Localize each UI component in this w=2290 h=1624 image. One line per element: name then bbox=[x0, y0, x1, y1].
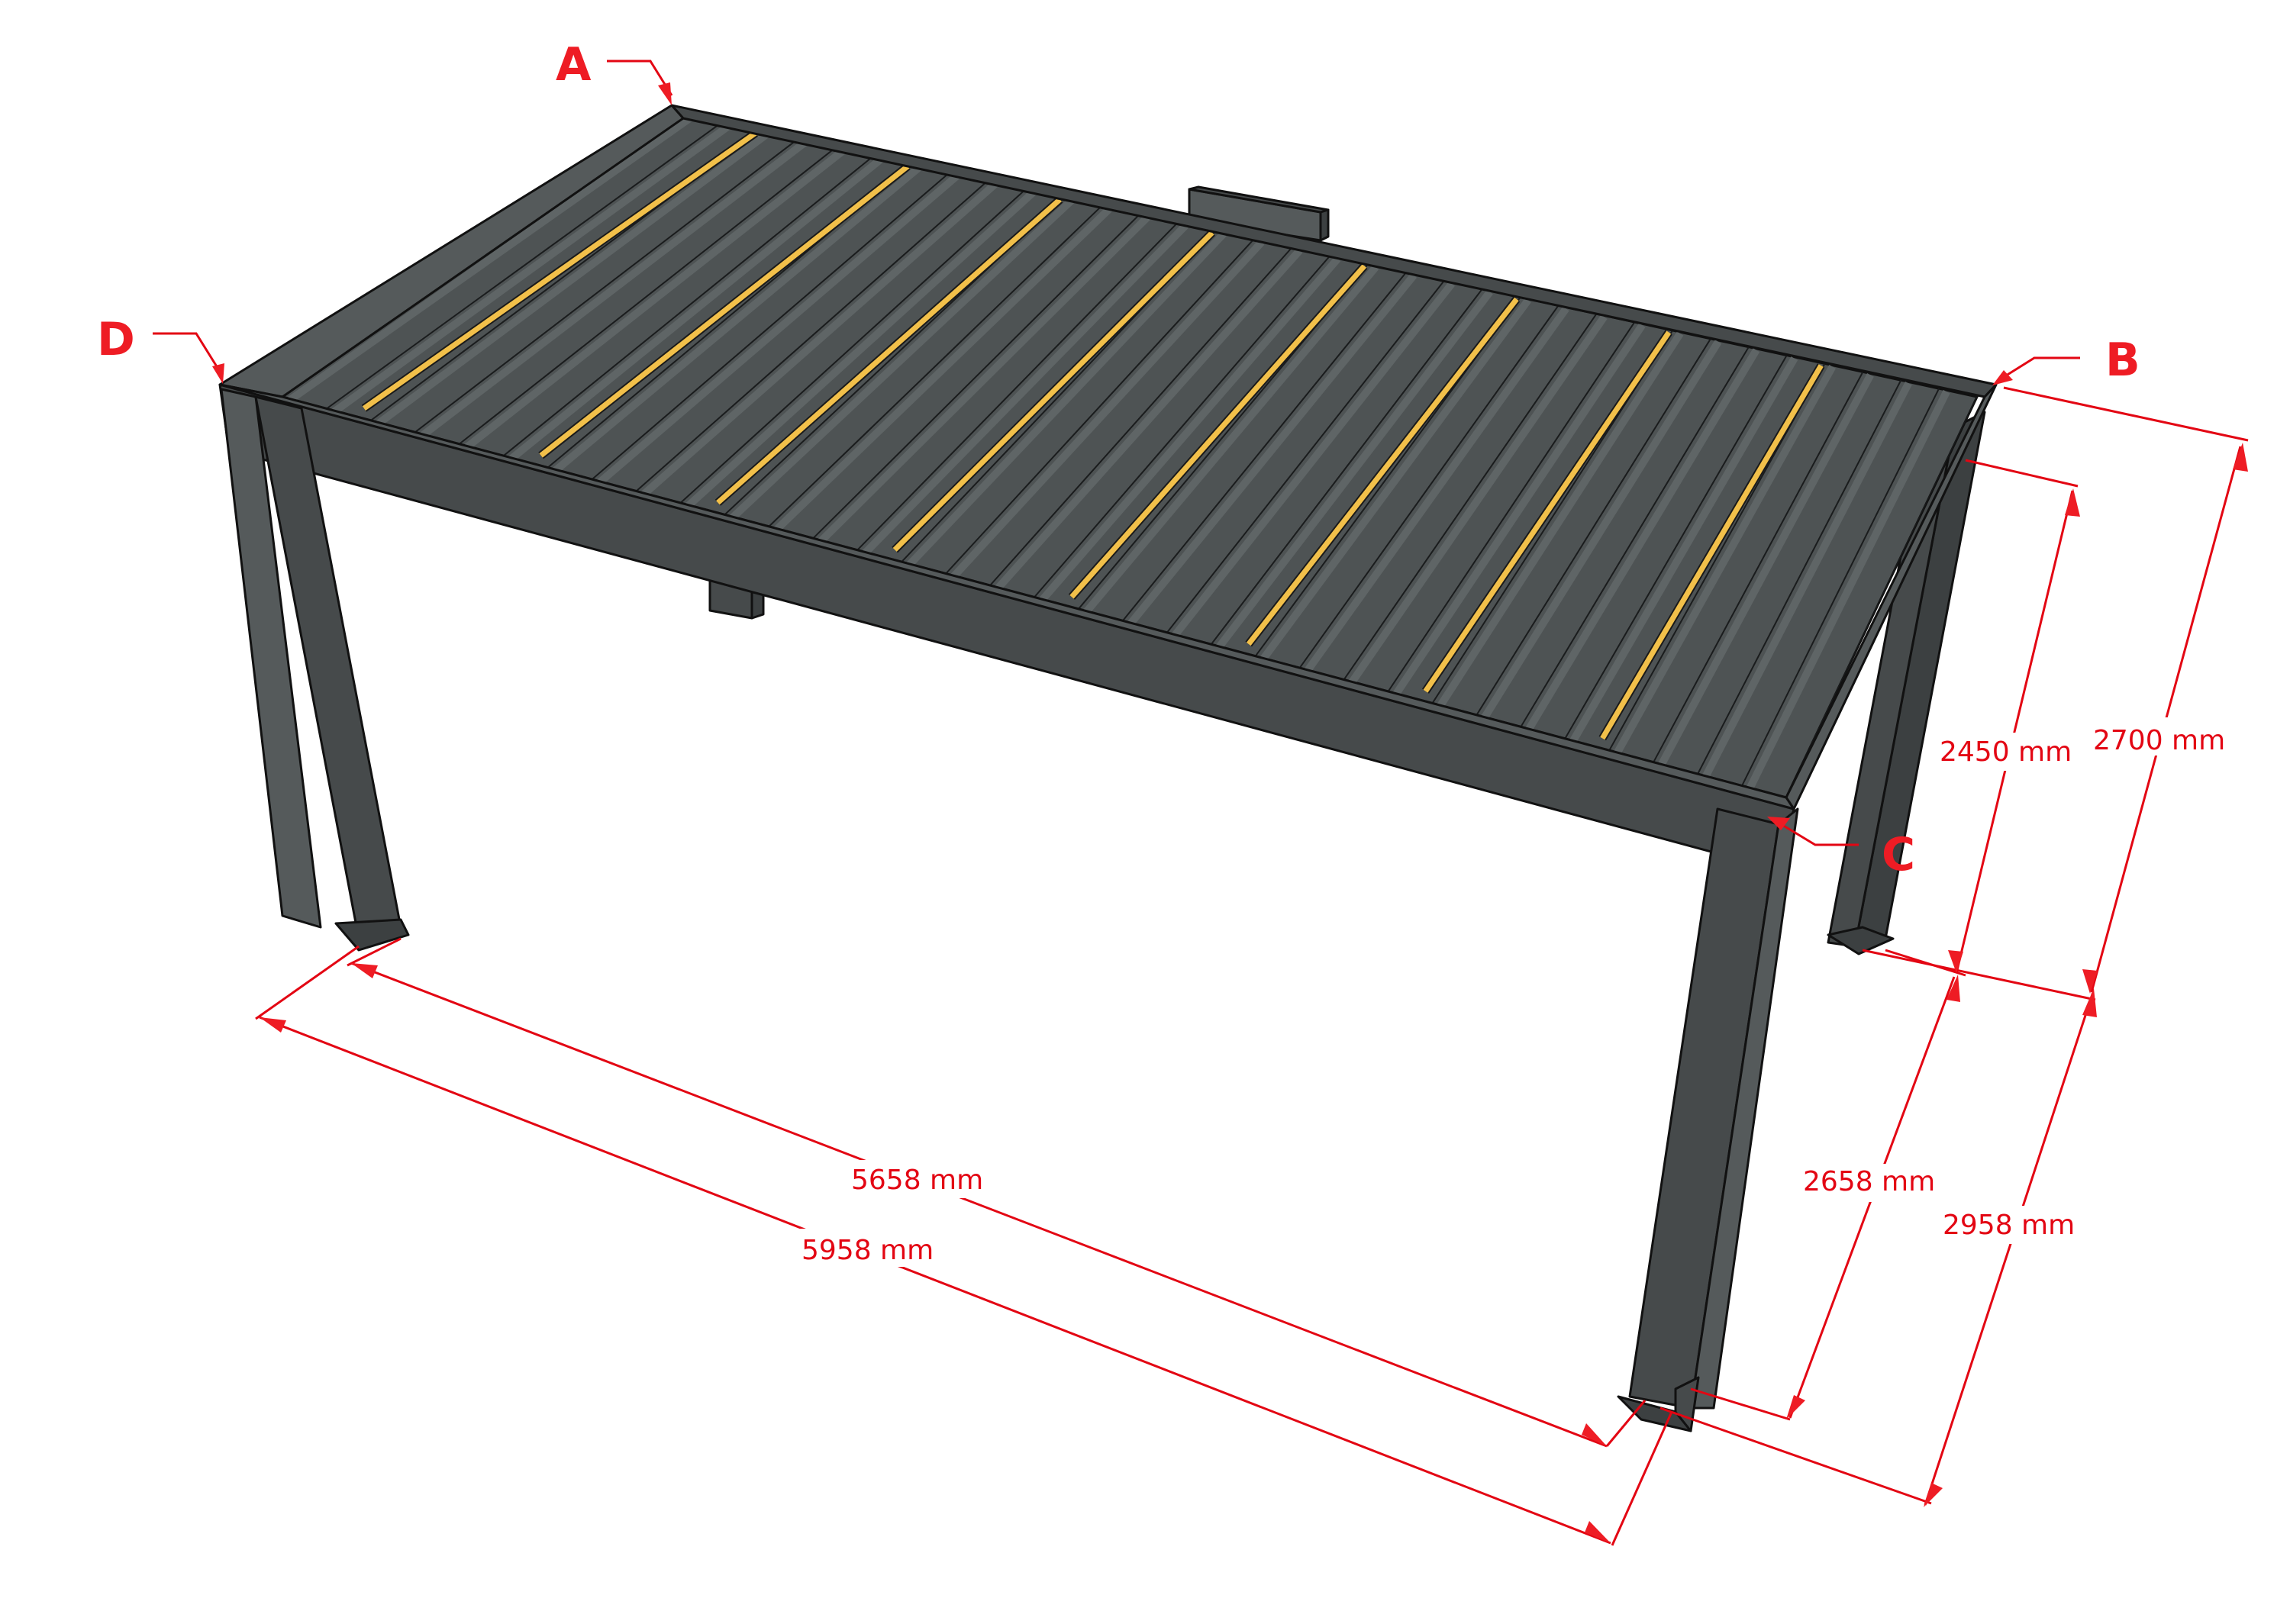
leg-front-right bbox=[1617, 807, 1799, 1432]
leg-front-left bbox=[220, 388, 410, 952]
dim-label-2700: 2700 mm bbox=[2093, 725, 2225, 756]
led-strip bbox=[1069, 264, 1367, 599]
dimension-width-outer: 2958 mm bbox=[1659, 988, 2097, 1507]
dim-label-2658: 2658 mm bbox=[1803, 1166, 1935, 1197]
corner-label-d: D bbox=[97, 313, 135, 366]
led-strip bbox=[892, 230, 1214, 552]
corner-marker-d: D bbox=[97, 313, 224, 384]
dimension-height-inner: 2450 mm bbox=[1885, 459, 2090, 977]
dim-label-5658: 5658 mm bbox=[851, 1165, 983, 1196]
dim-label-2450: 2450 mm bbox=[1940, 736, 2072, 768]
arrow-icon bbox=[212, 363, 224, 384]
led-strip bbox=[716, 197, 1062, 505]
dimension-length-inner: 5658 mm bbox=[347, 937, 1647, 1448]
corner-marker-b: B bbox=[1992, 334, 2140, 387]
dimension-height-outer: 2700 mm bbox=[1862, 386, 2249, 1001]
arrow-icon bbox=[1767, 817, 1790, 830]
led-strip bbox=[1423, 330, 1672, 693]
arrow-icon bbox=[658, 82, 672, 105]
dimension-length-outer: 5958 mm bbox=[255, 945, 1673, 1546]
led-strip bbox=[539, 164, 910, 458]
corner-marker-a: A bbox=[556, 38, 673, 105]
corner-marker-c: C bbox=[1767, 817, 1915, 881]
dimension-width-inner: 2658 mm bbox=[1690, 975, 1960, 1421]
corner-label-a: A bbox=[556, 38, 592, 92]
roof-slats bbox=[282, 114, 1977, 798]
louvered-roof bbox=[218, 104, 1998, 810]
corner-label-b: B bbox=[2105, 334, 2140, 387]
led-strip bbox=[1246, 297, 1519, 646]
motor-housing bbox=[1188, 185, 1330, 242]
corner-label-c: C bbox=[1882, 828, 1915, 881]
arrow-icon bbox=[1992, 370, 2013, 385]
led-strip bbox=[1600, 364, 1824, 740]
dim-label-5958: 5958 mm bbox=[802, 1235, 934, 1266]
dim-label-2958: 2958 mm bbox=[1943, 1210, 2075, 1241]
led-strip bbox=[362, 130, 757, 411]
